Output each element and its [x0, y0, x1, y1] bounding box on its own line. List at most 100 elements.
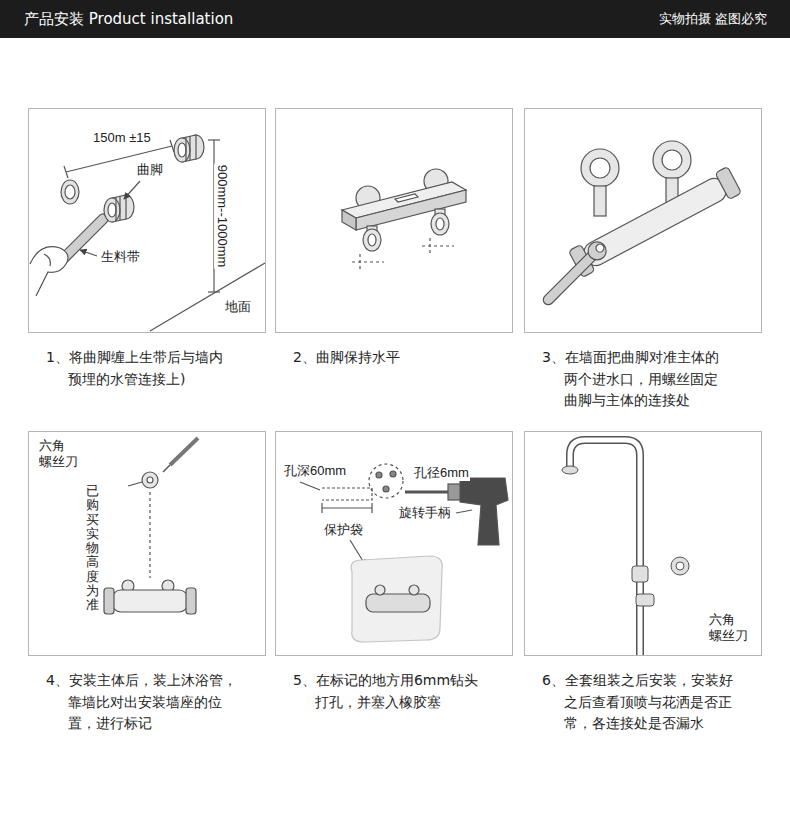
step-panel: 6、全套组装之后安装，安装好 之后查看顶喷与花洒是否正 常，各连接处是否漏水	[524, 431, 762, 736]
wrench	[584, 238, 609, 263]
part-label: 曲脚	[136, 162, 164, 178]
drill-hole	[322, 488, 372, 500]
wall-seat	[147, 477, 153, 483]
mixer-body	[112, 590, 188, 612]
dashed-guide	[359, 254, 360, 272]
leader-line	[124, 181, 140, 199]
dimension-label: 150m ±15	[92, 130, 152, 146]
depth-dimension	[322, 507, 372, 508]
hand-shower-holder	[636, 594, 654, 606]
header-bar	[0, 0, 790, 38]
elbow-fitting	[104, 195, 134, 222]
leader-line	[300, 482, 320, 490]
step1-illustration	[30, 135, 265, 331]
wall-flange	[590, 158, 610, 178]
step-caption: 4、安装主体后，装上沐浴管， 靠墙比对出安装墙座的位 置，进行标记	[28, 656, 244, 735]
ground-label: 地面	[224, 299, 252, 315]
dimension-label: 孔径6mm	[413, 465, 470, 481]
dashed-guide	[352, 238, 454, 272]
hole-pattern	[376, 472, 382, 478]
hand	[30, 247, 68, 296]
step-panel: 4、安装主体后，装上沐浴管， 靠墙比对出安装墙座的位 置，进行标记	[28, 431, 266, 736]
elbow-fitting	[363, 229, 381, 251]
part-label: 保护袋	[323, 522, 364, 538]
depth-dimension	[322, 503, 372, 513]
dashed-guide	[422, 245, 454, 246]
wall-seat	[671, 557, 689, 575]
dimension-label: 孔深60mm	[283, 463, 347, 479]
fitting-neck	[594, 186, 606, 216]
hole-pattern	[369, 464, 403, 498]
level-vial	[395, 194, 418, 202]
pencil	[170, 438, 198, 465]
step4-illustration	[104, 438, 198, 614]
step2-illustration	[342, 169, 466, 272]
spirit-level	[342, 210, 356, 230]
part-label: 旋转手柄	[398, 505, 452, 521]
elbow-fitting	[436, 218, 444, 230]
hole-pattern	[390, 471, 396, 477]
note-label: 已购买实物高度为准	[86, 484, 99, 613]
leader-line	[456, 510, 472, 513]
step-caption: 6、全套组装之后安装，安装好 之后查看顶喷与花洒是否正 常，各连接处是否漏水	[524, 656, 740, 735]
horizontal-dimension	[170, 140, 174, 152]
step-caption: 5、在标记的地方用6mm钻头 打孔，并塞入橡胶塞	[275, 656, 491, 713]
elbow-fitting	[178, 143, 186, 157]
step-caption: 1、将曲脚缠上生带后与墙内 预埋的水管连接上)	[28, 333, 244, 390]
vertical-dimension	[208, 291, 220, 292]
protective-bag	[351, 556, 442, 642]
tool-label: 六角 螺丝刀	[708, 612, 752, 645]
elbow-fitting	[189, 136, 190, 160]
step-panel: 2、曲脚保持水平	[275, 108, 513, 369]
hole-pattern	[383, 486, 389, 492]
depth-dimension	[371, 503, 372, 513]
wall-seat	[676, 562, 684, 570]
elbow-fitting	[108, 203, 116, 217]
dashed-guide	[429, 238, 430, 256]
slide-bracket	[632, 566, 648, 582]
wall-seat	[142, 472, 158, 488]
depth-dimension	[321, 503, 322, 513]
wrench	[594, 242, 605, 253]
mixer-knob	[104, 588, 114, 614]
step5-illustration	[300, 464, 508, 642]
step-panel: 3、在墙面把曲脚对准主体的 两个进水口，用螺丝固定 曲脚与主体的连接处	[524, 108, 762, 413]
step-panel: 1、将曲脚缠上生带后与墙内 预埋的水管连接上)	[28, 108, 266, 391]
step-caption: 2、曲脚保持水平	[275, 333, 491, 369]
wall-flange	[662, 150, 682, 170]
step-caption: 3、在墙面把曲脚对准主体的 两个进水口，用螺丝固定 曲脚与主体的连接处	[524, 333, 740, 412]
mixer-body	[580, 175, 729, 269]
elbow-fitting	[119, 196, 120, 220]
panel-frame	[524, 108, 762, 333]
elbow-fitting	[174, 138, 190, 162]
tool-label: 六角 螺丝刀	[38, 438, 82, 471]
horizontal-dimension	[64, 166, 68, 178]
dashed-guide	[352, 261, 384, 262]
shower-pipe	[570, 440, 640, 655]
elbow-fitting	[104, 198, 120, 222]
shower-pipe	[570, 440, 640, 655]
flange-ring	[65, 185, 75, 199]
mixer-body	[366, 594, 430, 612]
floor-line	[150, 263, 265, 331]
drill-bit	[405, 491, 450, 494]
leader-line	[80, 250, 97, 256]
step3-illustration	[538, 141, 741, 310]
wall-flange	[653, 141, 691, 179]
elbow-fitting	[431, 213, 449, 235]
wrench	[538, 238, 609, 309]
page-title: 产品安装 Product installation	[24, 9, 233, 29]
pencil	[163, 465, 170, 472]
mixer-knob	[186, 588, 196, 614]
mixer-body	[715, 167, 741, 200]
step6-illustration	[562, 440, 689, 655]
fitting	[375, 585, 385, 595]
flange-ring	[61, 180, 79, 204]
watermark-note: 实物拍摄 盗图必究	[658, 11, 768, 27]
vertical-dimension	[208, 139, 220, 140]
fitting	[409, 585, 419, 595]
panel-frame	[275, 108, 513, 333]
elbow-fitting	[185, 137, 186, 161]
wall-flange	[581, 149, 619, 187]
